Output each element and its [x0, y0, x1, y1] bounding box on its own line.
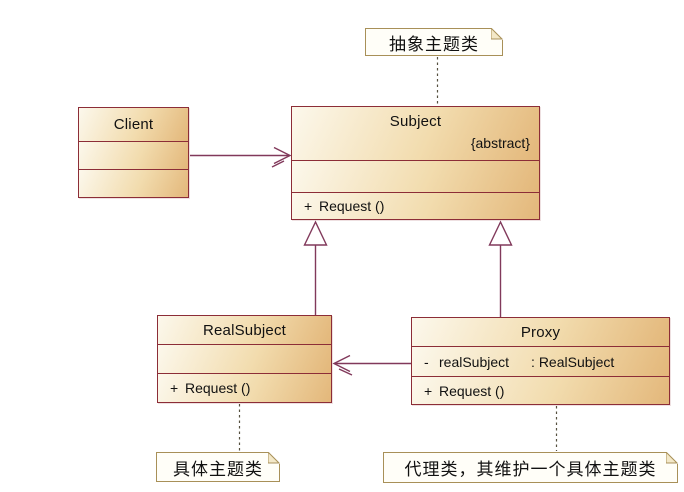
attribute-visibility: - [424, 353, 429, 370]
note-fold-icon [491, 28, 503, 40]
note-fold-icon [666, 452, 678, 464]
generalization-realsubject-subject [303, 220, 328, 315]
generalization-proxy-subject [488, 220, 513, 317]
class-subject-operations: + Request () [292, 192, 539, 219]
note-fold-icon [268, 452, 280, 464]
class-subject-name: Subject [389, 112, 442, 130]
class-proxy-attributes: - realSubject : RealSubject [412, 346, 669, 376]
operation-signature: Request () [185, 380, 251, 396]
class-realsubject-attributes [158, 344, 331, 373]
operation-signature: Request () [439, 382, 505, 399]
operation-visibility: + [304, 198, 313, 214]
class-client-operations [79, 169, 188, 197]
class-client: Client [78, 107, 189, 198]
note-abstract-subject: 抽象主题类 [365, 28, 503, 56]
association-client-subject [190, 146, 292, 168]
class-subject-attributes [292, 160, 539, 192]
note-proxy-text: 代理类，其维护一个具体主题类 [404, 460, 657, 479]
class-subject-header: Subject {abstract} [292, 107, 539, 160]
class-subject-stereotype: {abstract} [470, 135, 530, 151]
class-proxy-operations: + Request () [412, 376, 669, 404]
note-concrete-subject-text: 具体主题类 [173, 459, 263, 479]
class-client-name: Client [79, 108, 188, 141]
operation-row: + Request () [412, 377, 669, 404]
class-realsubject-operations: + Request () [158, 373, 331, 402]
operation-row: + Request () [158, 374, 331, 402]
class-realsubject-name: RealSubject [158, 316, 331, 344]
class-subject: Subject {abstract} + Request () [291, 106, 540, 220]
note-abstract-subject-text: 抽象主题类 [389, 34, 479, 54]
note-concrete-subject: 具体主题类 [156, 452, 280, 482]
attribute-row: - realSubject : RealSubject [412, 347, 669, 376]
operation-visibility: + [424, 382, 433, 399]
class-realsubject: RealSubject + Request () [157, 315, 332, 403]
class-proxy: Proxy - realSubject : RealSubject + Requ… [411, 317, 670, 405]
operation-signature: Request () [319, 198, 385, 214]
operation-row: + Request () [292, 193, 539, 219]
note-proxy: 代理类，其维护一个具体主题类 [383, 452, 678, 483]
association-proxy-realsubject [332, 354, 411, 376]
class-client-attributes [79, 141, 188, 169]
operation-visibility: + [170, 380, 179, 396]
attribute-name: realSubject [439, 353, 510, 370]
class-proxy-name: Proxy [412, 318, 669, 346]
attribute-type: : RealSubject [531, 353, 615, 370]
